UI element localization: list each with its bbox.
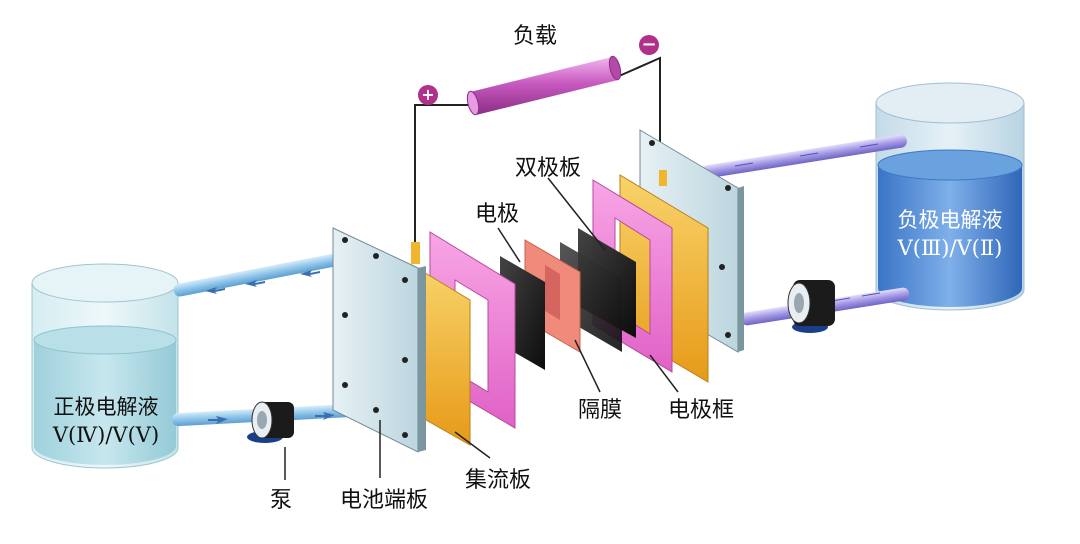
bipolar-plate-label: 双极板 bbox=[515, 156, 582, 181]
load-label: 负载 bbox=[513, 24, 558, 49]
electrode-label: 电极 bbox=[475, 202, 520, 227]
pump-label: 泵 bbox=[270, 488, 293, 513]
plus-symbol: + bbox=[421, 85, 434, 104]
negative-tank-name: 负极电解液 bbox=[897, 208, 1003, 232]
current-collector-label: 集流板 bbox=[465, 468, 532, 493]
minus-symbol: − bbox=[641, 34, 656, 55]
leader-lines bbox=[284, 177, 679, 480]
positive-terminal-badge: + bbox=[418, 85, 438, 105]
right-return-pipe bbox=[701, 134, 907, 179]
right-flow-arrows bbox=[734, 143, 881, 302]
left-pump bbox=[247, 401, 294, 443]
left-return-pipe bbox=[173, 246, 377, 297]
right-pump bbox=[787, 280, 835, 333]
positive-tank-text: 正极电解液 V(Ⅳ)/V(Ⅴ) bbox=[36, 393, 176, 449]
left-end-plate bbox=[332, 227, 426, 453]
end-plate-label: 电池端板 bbox=[340, 488, 429, 513]
left-collector-tab bbox=[411, 242, 420, 264]
electrode-frame-label: 电极框 bbox=[668, 398, 735, 423]
membrane-label: 隔膜 bbox=[578, 398, 623, 423]
negative-tank-species: V(Ⅲ)/V(Ⅱ) bbox=[897, 236, 1003, 260]
negative-electrolyte-tank bbox=[875, 82, 1025, 311]
load-resistor bbox=[466, 55, 622, 116]
positive-tank-species: V(Ⅳ)/V(Ⅴ) bbox=[52, 423, 160, 447]
negative-terminal-badge: − bbox=[639, 34, 659, 55]
negative-tank-text: 负极电解液 V(Ⅲ)/V(Ⅱ) bbox=[878, 206, 1022, 262]
positive-electrolyte-tank bbox=[31, 263, 179, 469]
positive-tank-name: 正极电解液 bbox=[53, 395, 159, 419]
